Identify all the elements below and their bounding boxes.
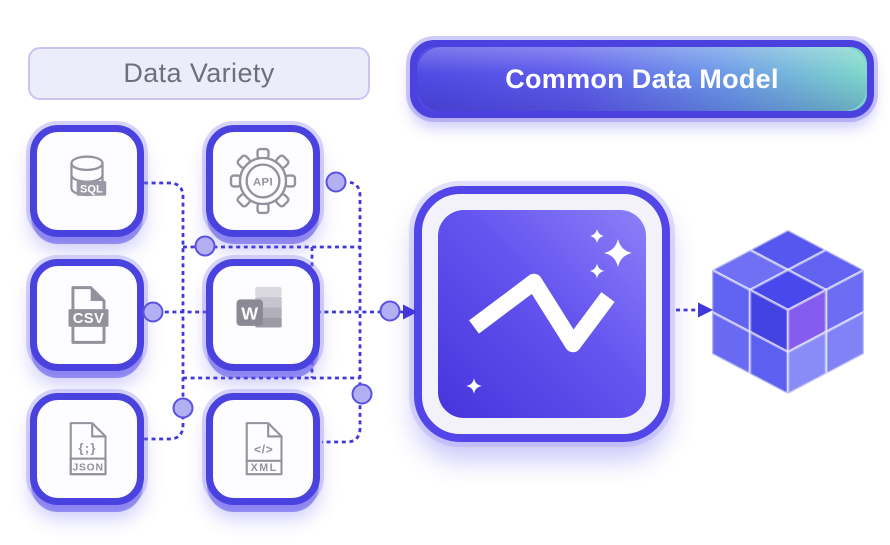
model-app-tile [438, 210, 646, 418]
sql-badge-text: SQL [80, 183, 103, 195]
xml-label-text: XML [251, 462, 278, 474]
xml-file-icon: </> XML [245, 422, 283, 476]
connector-sql-json [142, 181, 185, 441]
sql-database-icon: SQL [70, 155, 107, 197]
source-card-sql: SQL [30, 125, 144, 237]
csv-label-text: CSV [73, 311, 105, 327]
json-glyph-text: {;} [79, 442, 97, 456]
model-logo-icon [466, 229, 632, 394]
json-file-icon: {;} JSON [69, 422, 107, 476]
data-variety-label: Data Variety [28, 47, 370, 100]
common-data-model-label: Common Data Model [410, 40, 874, 118]
word-letter-text: W [241, 304, 258, 324]
connector-api-xml [322, 180, 362, 444]
data-variety-text: Data Variety [123, 58, 275, 88]
source-card-xml: </> XML [206, 393, 320, 505]
data-cube-icon [710, 228, 866, 396]
source-card-word: W [206, 259, 320, 371]
api-label-text: API [253, 176, 273, 188]
source-card-csv: CSV [30, 259, 144, 371]
word-document-icon: W [236, 286, 282, 328]
source-card-json: {;} JSON [30, 393, 144, 505]
source-card-api: API [206, 125, 320, 237]
common-data-model-text: Common Data Model [505, 63, 779, 94]
csv-file-icon: CSV [68, 286, 109, 344]
xml-glyph-text: </> [254, 442, 273, 456]
json-label-text: JSON [73, 462, 104, 473]
sparkle-icon [466, 229, 632, 394]
api-gear-icon: API [229, 147, 297, 215]
common-data-model-card [414, 186, 670, 442]
